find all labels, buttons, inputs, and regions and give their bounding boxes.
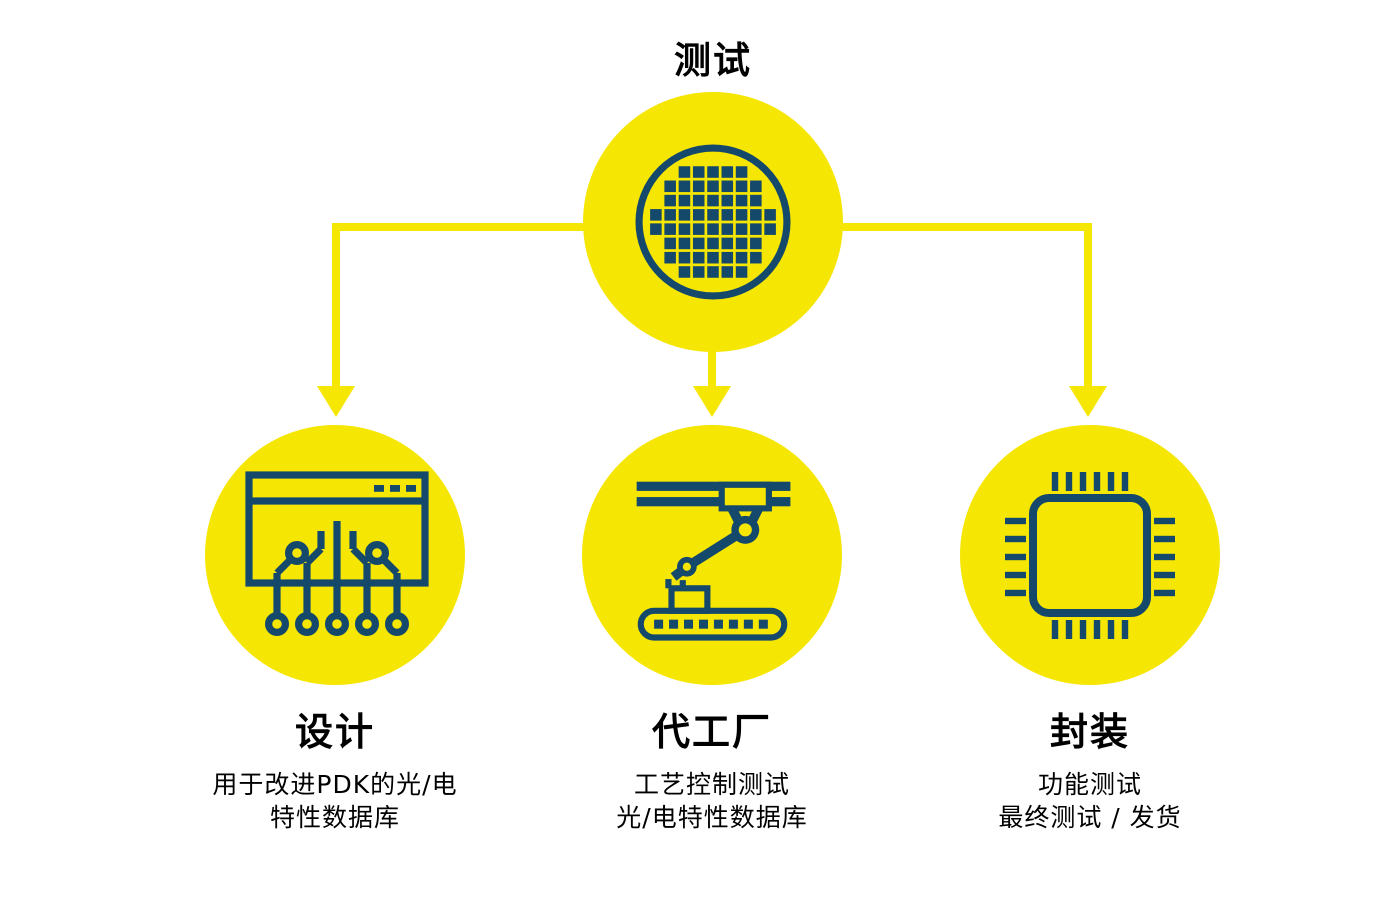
wafer-icon: [635, 144, 791, 300]
packaging-desc-line: 功能测试: [1037, 770, 1142, 799]
top-node-title: 测试: [674, 39, 752, 82]
design-node-label: 设计 用于改进PDK的光/电 特性数据库: [125, 701, 545, 834]
foundry-desc-line: 工艺控制测试: [633, 770, 790, 799]
foundry-title: 代工厂: [651, 710, 772, 754]
arrow-down-icon: [1069, 386, 1107, 417]
connector-left-line: [332, 223, 340, 388]
design-desc-line: 用于改进PDK的光/电: [212, 770, 458, 799]
packaging-node-label: 封装 功能测试 最终测试 / 发货: [880, 701, 1300, 834]
arrow-down-icon: [693, 386, 731, 417]
design-node-circle: [205, 425, 465, 685]
foundry-desc-line: 光/电特性数据库: [616, 803, 808, 832]
foundry-node-label: 代工厂 工艺控制测试 光/电特性数据库: [502, 701, 922, 834]
connector-right-line: [1084, 223, 1092, 388]
packaging-desc-line: 最终测试 / 发货: [998, 803, 1182, 832]
packaging-title: 封装: [1049, 710, 1130, 754]
foundry-node-circle: [582, 425, 842, 685]
chip-icon: [1005, 472, 1175, 639]
packaging-node-circle: [960, 425, 1220, 685]
design-title: 设计: [294, 710, 375, 754]
circuit-board-icon: [245, 471, 429, 637]
arrow-down-icon: [317, 386, 355, 417]
top-node-circle: [583, 92, 843, 352]
design-desc-line: 特性数据库: [269, 803, 400, 832]
robot-arm-icon: [636, 481, 790, 641]
